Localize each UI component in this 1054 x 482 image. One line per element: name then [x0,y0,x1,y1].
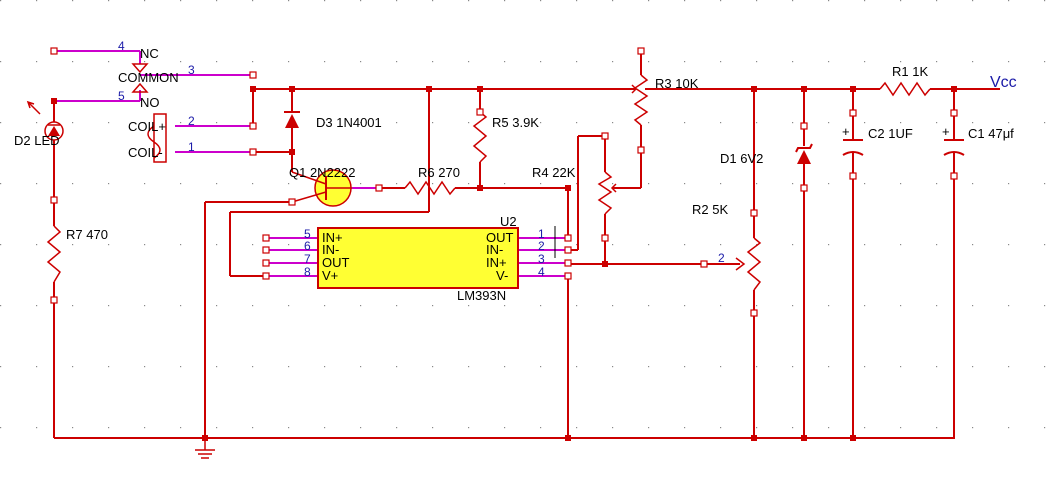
resistor-icon [46,225,62,283]
relay-no-label: NO [140,95,160,110]
resistor-icon [472,111,488,163]
chip-part-label: LM393N [457,288,506,303]
r5-resistor: R5 3.9K [472,111,539,163]
d2-led: D2 LED [14,100,64,148]
relay-common-pin-number: 3 [188,63,195,77]
zener-diode-icon [797,150,811,164]
u2-pin-number-3: 3 [538,252,545,266]
r7-resistor: R7 470 [46,225,108,283]
c1-label: C1 47μf [968,126,1014,141]
junction-dots [51,86,957,441]
chip-left-pin-in-minus: IN- [322,242,339,257]
relay-nc-pin-number: 4 [118,39,125,53]
chip-right-pin-vminus: V- [496,268,508,283]
relay-common-label: COMMON [118,70,179,85]
pin-terminals [50,47,958,317]
relay-coil-icon [153,113,167,163]
u2-pin-number-5: 5 [304,227,311,241]
chip-left-pin-in-plus: IN+ [322,230,343,245]
u2-comparator: U2 LM393N IN+ IN- OUT V+ OUT IN- IN+ V- … [304,214,556,303]
relay-nc-contact-icon [131,63,149,74]
led-emission-arrow-icon [27,101,41,115]
potentiometer-icon [597,171,613,215]
relay-no-contact-icon [131,82,149,93]
pin-stubs [54,50,568,277]
u2-pin-number-1: 1 [538,227,545,241]
r7-label: R7 470 [66,227,108,242]
d1-zener: D1 6V2 [720,143,813,166]
r2-label: R2 5K [692,202,728,217]
d3-diode: D3 1N4001 [284,111,382,130]
relay-no-pin-number: 5 [118,89,125,103]
r6-resistor: R6 270 [404,165,460,196]
relay-nc-label: NC [140,46,159,61]
coil-plus-pin-number: 2 [188,114,195,128]
chip-left-pin-vplus: V+ [322,268,338,283]
chip-left-pin-out: OUT [322,255,350,270]
c1-polarity-plus: + [942,124,950,139]
chip-right-pin-out: OUT [486,230,514,245]
u2-pin-number-4: 4 [538,265,545,279]
r1-resistor: R1 1K [879,64,931,97]
c2-capacitor: + C2 1UF [842,124,913,156]
d2-label: D2 LED [14,133,60,148]
relay: NC COMMON NO COIL+ COIL- 4 3 5 2 1 [118,39,195,163]
u2-pin-number-8: 8 [304,265,311,279]
c1-capacitor: + C1 47μf [942,124,1014,156]
chip-right-pin-in-minus: IN- [486,242,503,257]
coil-plus-label: COIL+ [128,119,166,134]
q1-transistor: Q1 2N2222 [289,165,356,207]
c2-polarity-plus: + [842,124,850,139]
wiper-arrow-icon [735,257,746,271]
diode-icon [285,114,299,128]
q1-label: Q1 2N2222 [289,165,356,180]
coil-minus-label: COIL- [128,145,163,160]
u2-pin-number-2: 2 [538,239,545,253]
potentiometer-icon [746,237,762,291]
coil-minus-pin-number: 1 [188,140,195,154]
r6-label: R6 270 [418,165,460,180]
r3-label: R3 10K [655,76,699,91]
r2-potentiometer: R2 5K 2 [692,202,762,291]
d1-label: D1 6V2 [720,151,763,166]
r3-potentiometer: R3 10K [631,74,699,126]
resistor-icon [404,180,456,196]
u2-pin-number-6: 6 [304,239,311,253]
r2-wiper-pin-number: 2 [718,251,725,265]
r5-label: R5 3.9K [492,115,539,130]
u2-label: U2 [500,214,517,229]
chip-body [317,227,519,289]
d3-label: D3 1N4001 [316,115,382,130]
vcc-label: Vcc [990,74,1017,91]
led-icon [44,121,64,141]
r1-label: R1 1K [892,64,928,79]
u2-pin-number-7: 7 [304,252,311,266]
potentiometer-icon [633,74,649,126]
r4-label: R4 22K [532,165,576,180]
r4-potentiometer: R4 22K [532,136,617,220]
resistor-icon [879,81,931,97]
chip-right-pin-in-plus: IN+ [486,255,507,270]
c2-label: C2 1UF [868,126,913,141]
